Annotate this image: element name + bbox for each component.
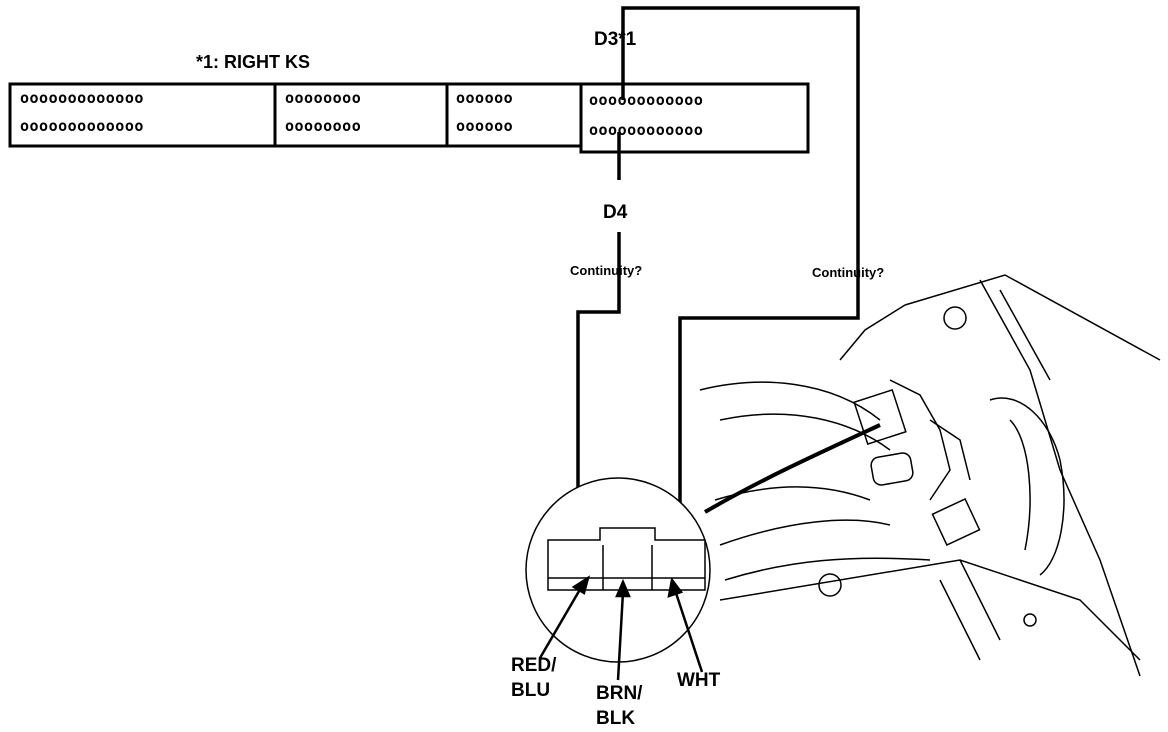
right-ks-note: *1: RIGHT KS (196, 52, 311, 72)
connector-block-4 (579, 82, 810, 154)
block1-row1-pins: ooooooooooooo (20, 89, 144, 107)
block4-row2-pins: oooooooooooo (589, 121, 704, 139)
terminal-d3-label: D3*1 (594, 29, 637, 50)
d3-test-lead (621, 6, 860, 565)
block3-row2-pins: oooooo (456, 117, 514, 135)
left-continuity-label: Continuity? (570, 263, 643, 278)
block2-row2-pins: oooooooo (285, 117, 362, 135)
terminal-pointers (538, 575, 704, 681)
wire-brn-blk-line1: BRN/ (596, 683, 643, 704)
block2-row1-pins: oooooooo (285, 89, 362, 107)
sensor-connector-face (547, 527, 706, 591)
terminal-d4-label: D4 (603, 202, 628, 223)
right-continuity-label: Continuity? (812, 265, 885, 280)
wire-red-blu-line1: RED/ (511, 655, 557, 676)
ecm-connector (8, 82, 810, 154)
engine-illustration (699, 274, 1161, 677)
wire-red-blu-line2: BLU (511, 680, 551, 701)
block4-row1-pins: oooooooooooo (589, 91, 704, 109)
block3-row1-pins: oooooo (456, 89, 514, 107)
d4-test-lead-lower (576, 232, 621, 565)
knock-sensor-harness (703, 423, 881, 514)
block1-row2-pins: ooooooooooooo (20, 117, 144, 135)
wire-wht-label: WHT (677, 670, 721, 691)
wire-brn-blk-line2: BLK (596, 708, 636, 729)
